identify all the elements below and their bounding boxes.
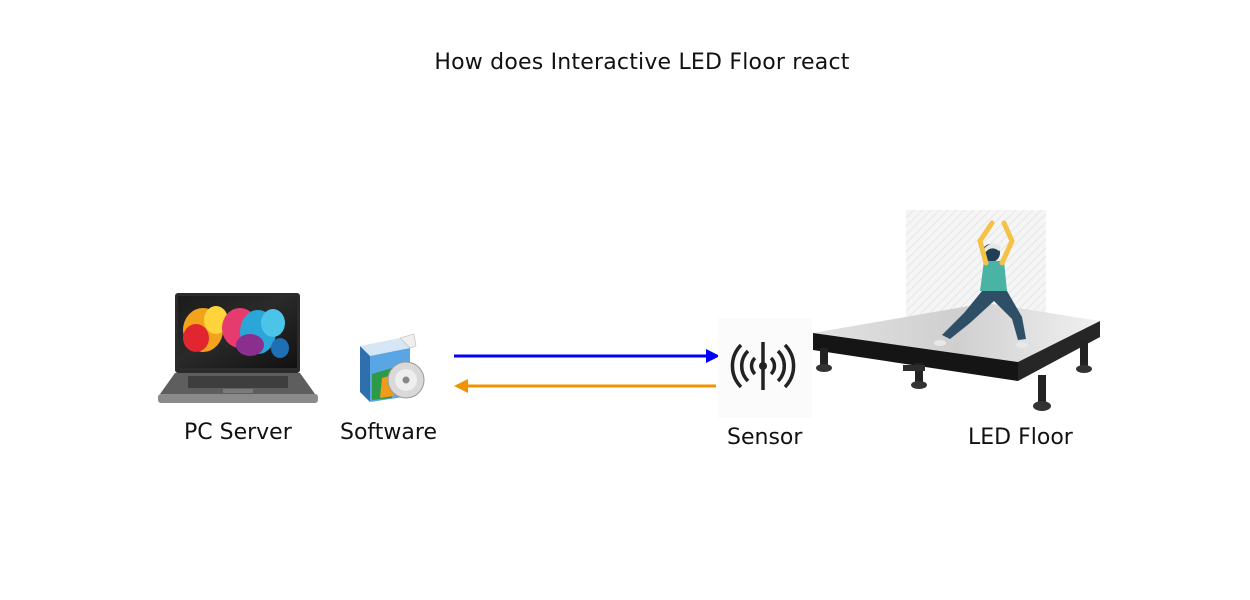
arrowhead-to-sensor [706, 349, 720, 363]
led-floor-platform-icon [813, 210, 1100, 411]
wireless-sensor-icon [718, 318, 812, 418]
arrowhead-to-software [454, 379, 468, 393]
sensor-label: Sensor [727, 425, 803, 450]
led-floor-label: LED Floor [968, 425, 1073, 450]
pc-server-label: PC Server [184, 420, 292, 445]
software-box-icon [360, 333, 425, 402]
diagram-title: How does Interactive LED Floor react [434, 50, 850, 75]
arrows-group [454, 349, 720, 393]
software-label: Software [340, 420, 437, 445]
laptop-icon [158, 293, 318, 403]
